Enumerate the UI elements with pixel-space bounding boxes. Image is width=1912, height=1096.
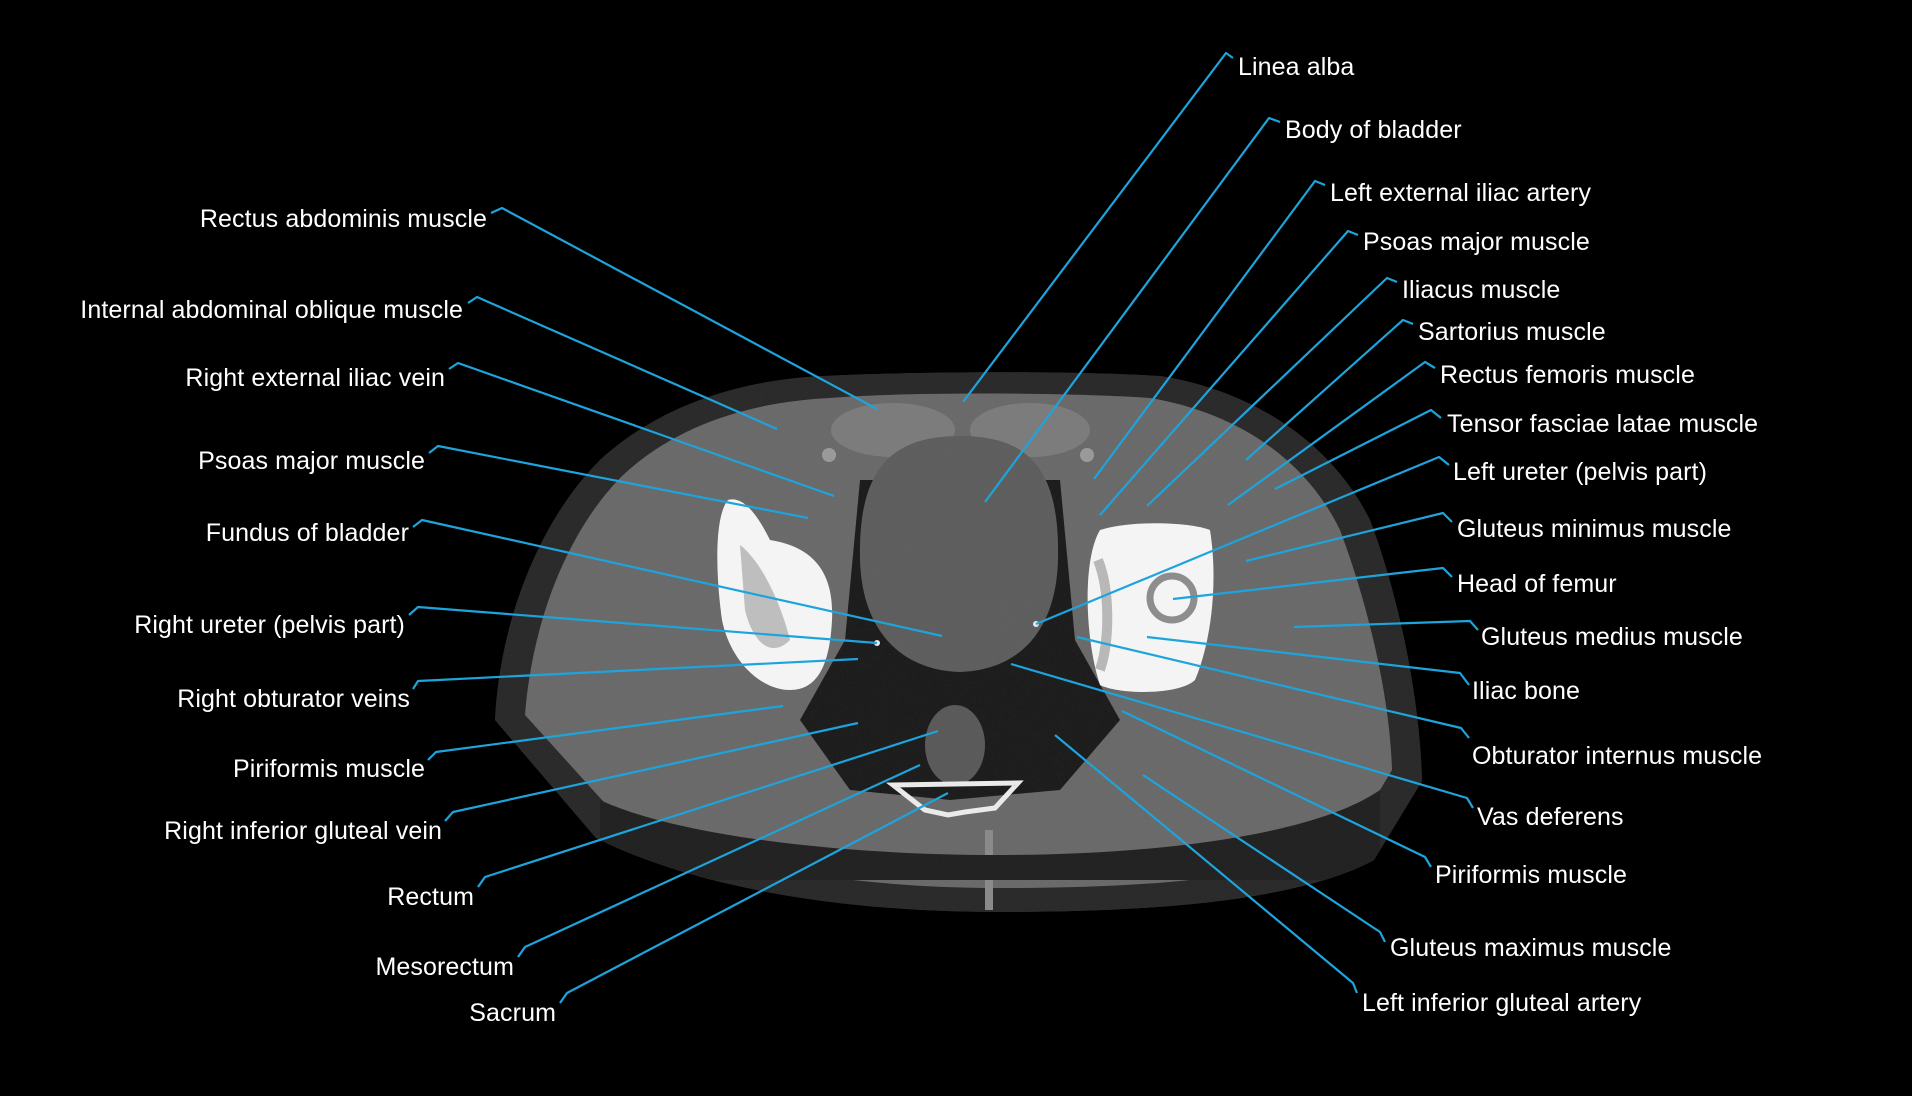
label-psoas-major-left: Psoas major muscle (1363, 228, 1590, 256)
label-fundus-bladder: Fundus of bladder (205, 519, 409, 547)
label-gluteus-medius: Gluteus medius muscle (1481, 623, 1743, 651)
label-body-bladder: Body of bladder (1285, 116, 1462, 144)
label-right-ext-iliac-vein: Right external iliac vein (185, 364, 445, 392)
label-tensor-fasciae-latae: Tensor fasciae latae muscle (1447, 410, 1759, 438)
label-obturator-internus: Obturator internus muscle (1472, 742, 1763, 770)
label-mesorectum: Mesorectum (375, 953, 514, 981)
label-iliacus: Iliacus muscle (1402, 276, 1561, 304)
label-gluteus-maximus: Gluteus maximus muscle (1390, 934, 1672, 962)
label-internal-oblique: Internal abdominal oblique muscle (80, 296, 463, 324)
label-right-obturator-veins: Right obturator veins (177, 685, 410, 713)
label-sartorius: Sartorius muscle (1418, 318, 1606, 346)
label-left-inf-gluteal-artery: Left inferior gluteal artery (1362, 989, 1642, 1017)
label-right-ureter: Right ureter (pelvis part) (134, 611, 405, 639)
label-gluteus-minimus: Gluteus minimus muscle (1457, 515, 1732, 543)
label-head-femur: Head of femur (1457, 570, 1617, 598)
bladder (859, 436, 1059, 672)
label-sacrum: Sacrum (469, 999, 556, 1027)
label-left-ureter: Left ureter (pelvis part) (1453, 458, 1707, 486)
label-rectus-femoris: Rectus femoris muscle (1440, 361, 1695, 389)
label-piriformis-right: Piriformis muscle (233, 755, 425, 783)
label-psoas-major-right: Psoas major muscle (198, 447, 425, 475)
label-rectum: Rectum (387, 883, 474, 911)
label-linea-alba: Linea alba (1238, 53, 1355, 81)
label-left-ext-iliac-artery: Left external iliac artery (1330, 179, 1592, 207)
label-vas-deferens: Vas deferens (1477, 803, 1624, 831)
label-rectus-abdominis: Rectus abdominis muscle (199, 205, 487, 233)
label-right-inf-gluteal-vein: Right inferior gluteal vein (164, 817, 442, 845)
label-iliac-bone: Iliac bone (1472, 677, 1581, 705)
label-piriformis-left: Piriformis muscle (1435, 861, 1627, 889)
